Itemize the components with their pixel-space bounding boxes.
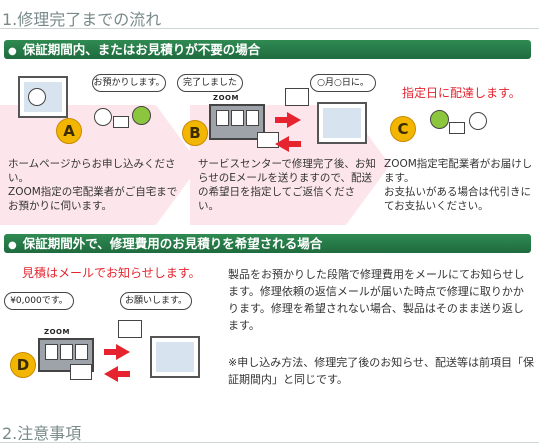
- recorder-device-icon: [209, 104, 265, 140]
- banner-in-warranty: ● 保証期間内、またはお見積りが不要の場合: [4, 40, 531, 59]
- computer-icon: [150, 336, 200, 378]
- banner-marker-icon: ●: [8, 240, 17, 251]
- envelope-icon: [285, 88, 309, 106]
- heading-rule: [0, 28, 539, 29]
- step-b-illustration: 完了しました ZOOM B ○月○日に。: [175, 72, 376, 162]
- customer-icon: [28, 88, 46, 106]
- step-d-left-bubble: ¥0,000です。: [4, 292, 74, 310]
- envelope-icon: [70, 364, 92, 380]
- delivery-callout: 指定日に配達します。: [402, 86, 521, 100]
- banner-marker-icon: ●: [8, 46, 17, 57]
- step-d-right-bubble: お願いします。: [120, 292, 192, 310]
- package-icon: [113, 116, 129, 128]
- step-b-badge: B: [182, 120, 208, 146]
- courier-icon: [430, 110, 449, 129]
- section-heading-notes: 2.注意事項: [2, 424, 82, 443]
- package-icon: [449, 122, 465, 134]
- user-icon: [94, 108, 112, 126]
- estimate-callout: 見積はメールでお知らせします。: [22, 266, 201, 280]
- step-c-text: ZOOM指定宅配業者がお届けします。 お支払いがある場合は代引きにてお支払いくだ…: [384, 158, 533, 212]
- customer-icon: [469, 112, 487, 130]
- banner-out-of-warranty: ● 保証期間外で、修理費用のお見積りを希望される場合: [4, 234, 531, 253]
- banner-out-of-warranty-label: 保証期間外で、修理費用のお見積りを希望される場合: [22, 236, 323, 251]
- step-a-bubble: お預かりします。: [92, 74, 166, 92]
- out-of-warranty-note: ※申し込み方法、修理完了後のお知らせ、配送等は前項目「保証期間内」と同じです。: [228, 356, 534, 386]
- computer-icon: [317, 102, 367, 144]
- step-a-badge: A: [56, 118, 82, 144]
- banner-in-warranty-label: 保証期間内、またはお見積りが不要の場合: [22, 42, 261, 57]
- step-b-right-bubble: ○月○日に。: [310, 74, 376, 92]
- courier-icon: [132, 106, 151, 125]
- out-of-warranty-text: 製品をお預かりした段階で修理費用をメールにてお知らせします。修理依頼の返信メール…: [228, 268, 525, 332]
- step-d-badge: D: [10, 352, 36, 378]
- step-c-illustration: C: [385, 100, 535, 160]
- step-d-illustration: ¥0,000です。 ZOOM D お願いします。: [4, 288, 214, 388]
- heading-rule: [0, 442, 539, 443]
- step-a-text: ホームページからお申し込みください。 ZOOM指定の宅配業者がご自宅までお預かり…: [8, 158, 178, 212]
- step-c-badge: C: [390, 116, 416, 142]
- zoom-logo: ZOOM: [213, 94, 239, 102]
- step-b-bubble: 完了しました: [177, 74, 243, 92]
- step-a-illustration: お預かりします。 A: [8, 72, 193, 162]
- zoom-logo: ZOOM: [44, 328, 70, 336]
- computer-icon: [18, 76, 68, 118]
- section-heading-flow: 1.修理完了までの流れ: [2, 10, 162, 29]
- step-b-text: サービスセンターで修理完了後、お知らせのEメールを送りますので、配送の希望日を指…: [198, 158, 376, 212]
- envelope-icon: [118, 320, 142, 338]
